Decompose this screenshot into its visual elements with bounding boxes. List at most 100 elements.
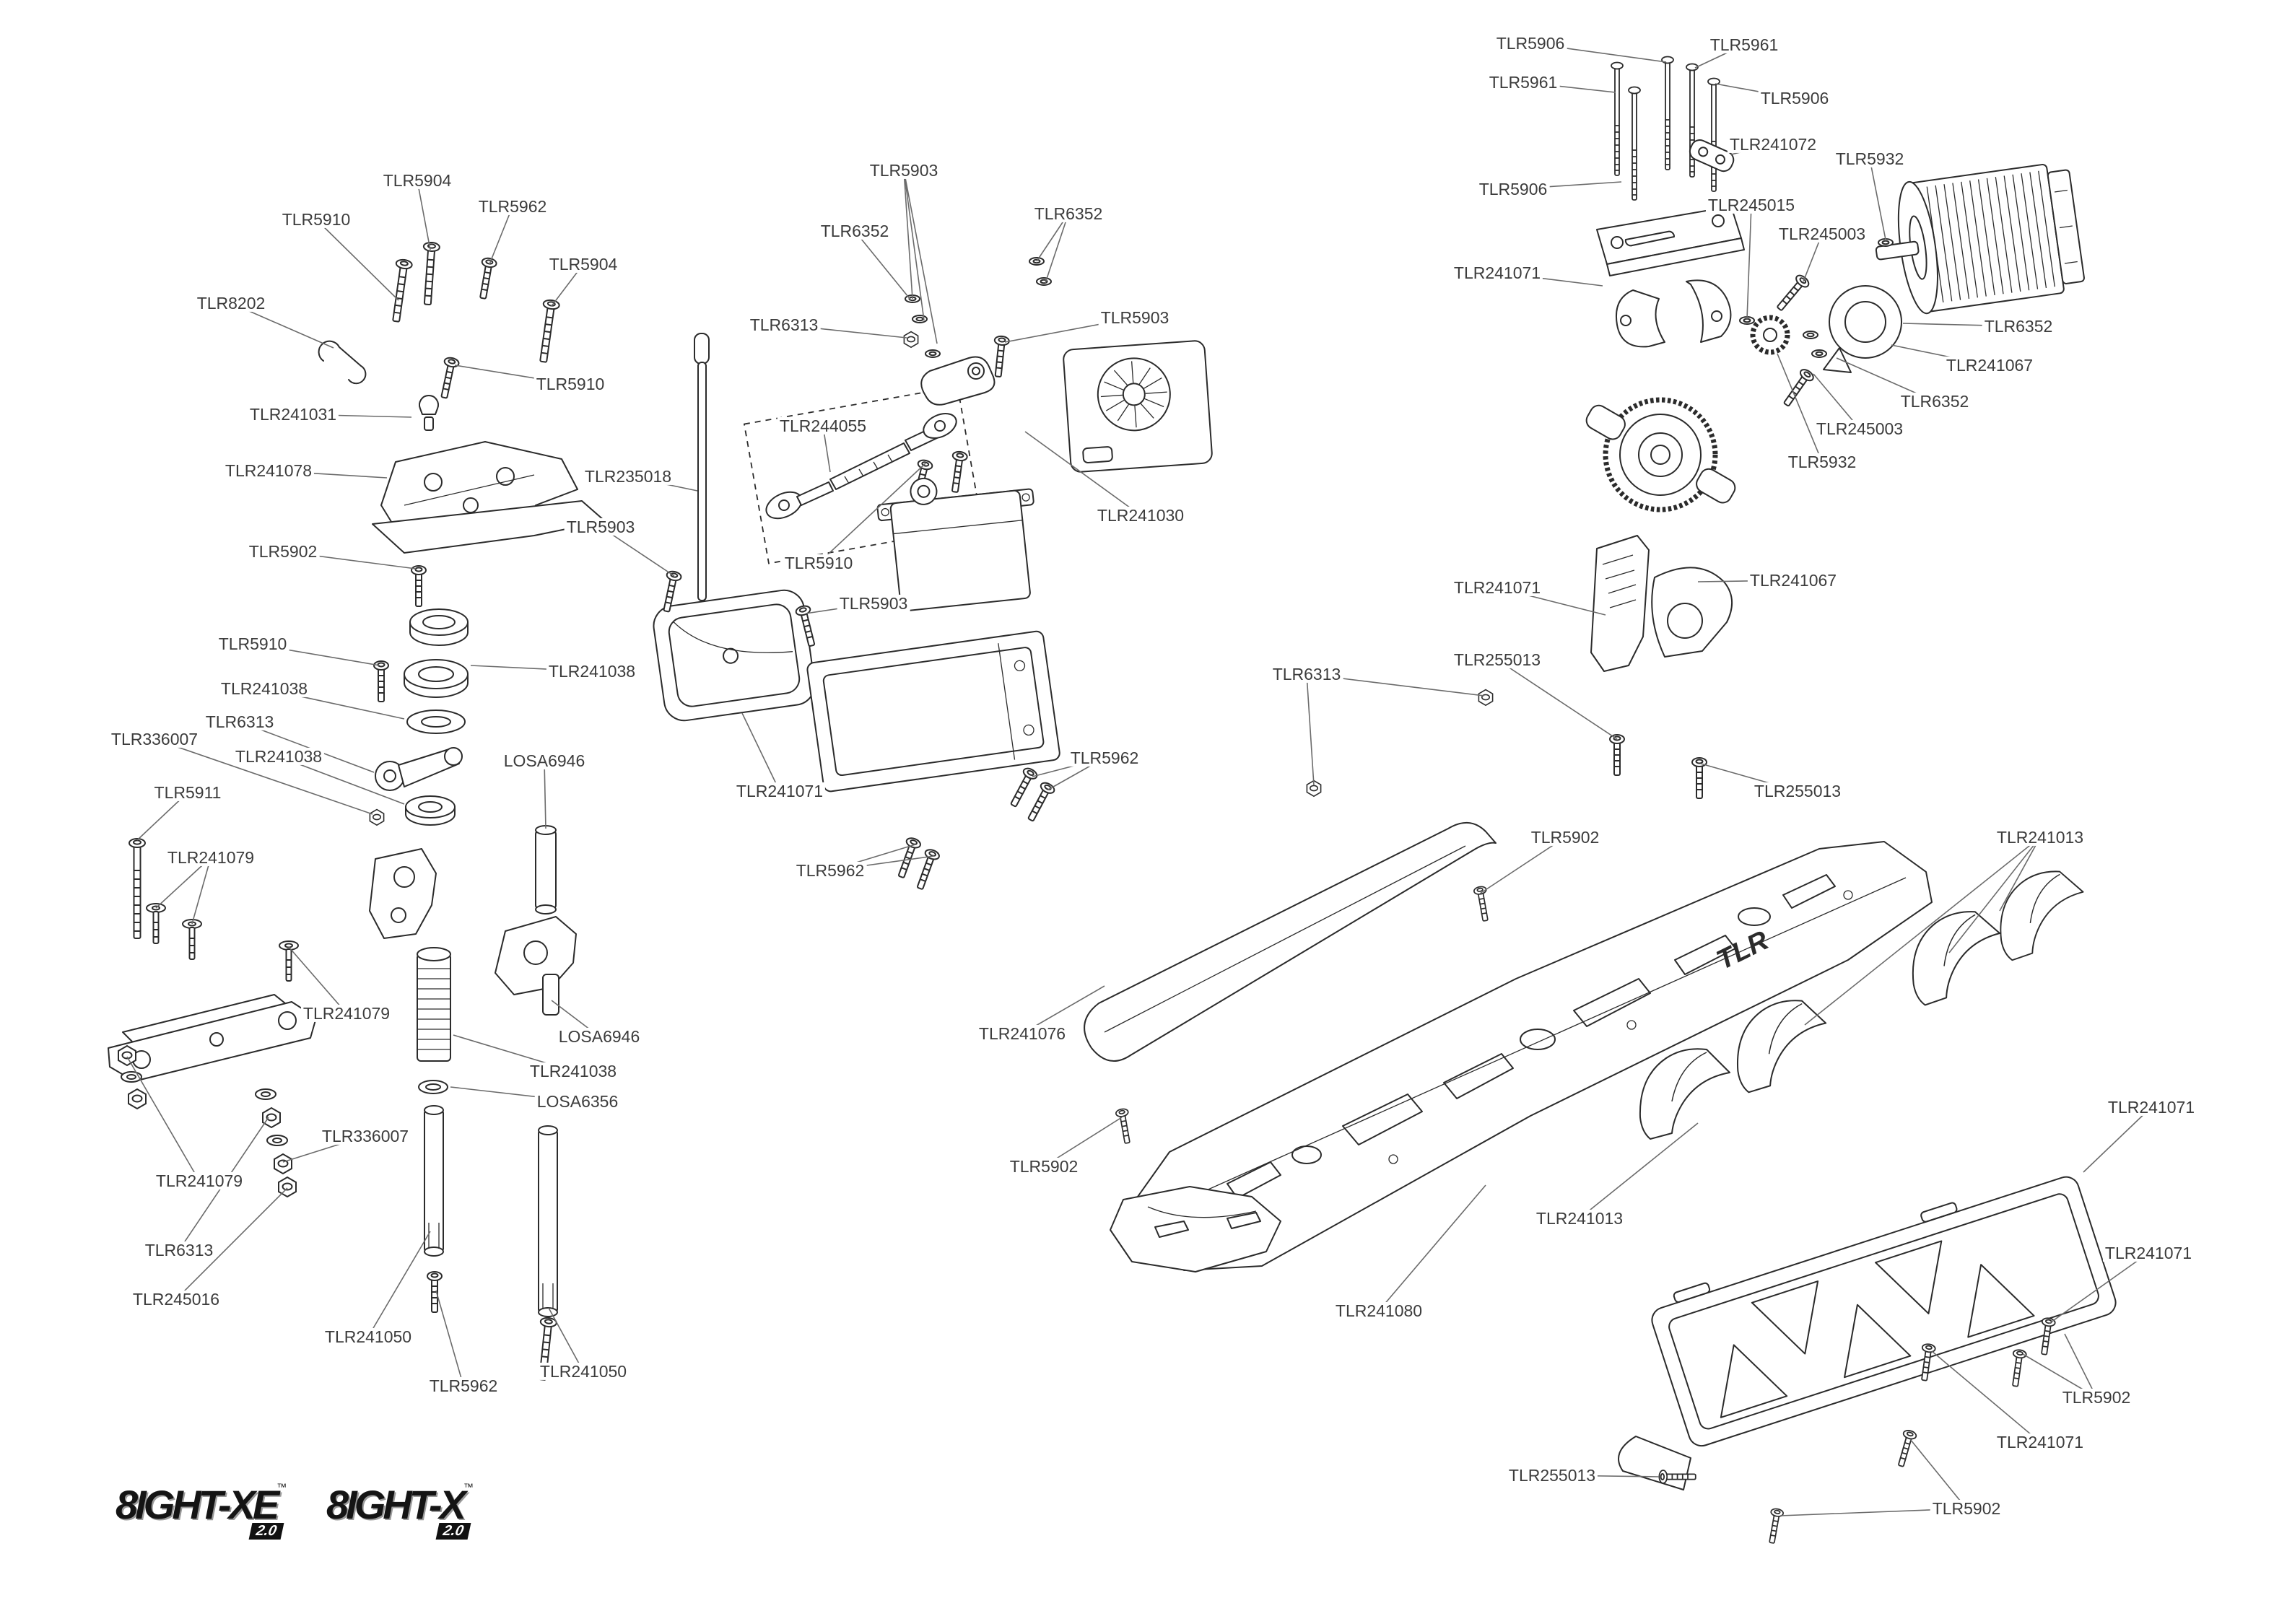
leader-line xyxy=(2083,1106,2152,1173)
part-label-tlr241050: TLR241050 xyxy=(322,1328,414,1345)
servo-electronics-assembly xyxy=(653,257,1213,892)
part-label-tlr5962: TLR5962 xyxy=(476,198,549,215)
part-label-tlr5904: TLR5904 xyxy=(380,172,454,189)
part-label-tlr241072: TLR241072 xyxy=(1727,136,1819,153)
part-label-tlr5902: TLR5902 xyxy=(1007,1158,1081,1175)
leader-line xyxy=(1024,431,1141,516)
part-label-tlr241030: TLR241030 xyxy=(1094,507,1187,524)
part-label-tlr5906: TLR5906 xyxy=(1494,35,1567,52)
part-label-tlr255013: TLR255013 xyxy=(1506,1467,1598,1484)
part-label-tlr5961: TLR5961 xyxy=(1707,36,1781,53)
leader-line xyxy=(367,1231,431,1337)
part-label-tlr5910: TLR5910 xyxy=(279,211,353,228)
leader-line xyxy=(854,230,912,301)
leader-line xyxy=(1909,1439,1967,1509)
leader-line xyxy=(2064,1333,2097,1398)
part-label-tlr5906: TLR5906 xyxy=(1476,180,1550,198)
leader-line xyxy=(903,170,913,300)
part-label-tlr6313: TLR6313 xyxy=(142,1241,216,1259)
logo-tm: ™ xyxy=(463,1481,474,1493)
logo-8ight-x: 8IGHT-X™ 2.0 xyxy=(326,1481,474,1540)
leader-line xyxy=(435,1290,464,1387)
leader-line xyxy=(1813,373,1860,429)
part-label-tlr5910: TLR5910 xyxy=(533,375,607,393)
logo-8ight-x-text: 8IGHT-X xyxy=(326,1482,466,1527)
part-label-tlr5903: TLR5903 xyxy=(1098,309,1172,326)
part-label-tlr235018: TLR235018 xyxy=(582,468,674,485)
part-label-tlr245003: TLR245003 xyxy=(1776,225,1868,243)
chassis-assembly: TLR xyxy=(1084,822,2117,1545)
part-label-tlr241076: TLR241076 xyxy=(976,1025,1068,1042)
leader-line xyxy=(1804,837,2041,1026)
leader-line xyxy=(548,1307,584,1372)
leader-line xyxy=(1497,659,1618,740)
leader-line xyxy=(544,760,546,829)
part-label-tlr6352: TLR6352 xyxy=(1032,205,1105,222)
part-label-tlr5911: TLR5911 xyxy=(152,784,224,801)
part-label-tlr5903: TLR5903 xyxy=(867,162,941,179)
part-label-tlr241038: TLR241038 xyxy=(218,680,310,697)
logo-tm: ™ xyxy=(276,1481,287,1493)
part-label-tlr241071: TLR241071 xyxy=(1451,264,1543,281)
part-label-tlr6313: TLR6313 xyxy=(1270,665,1343,683)
motor-diff-assembly xyxy=(1306,56,2085,799)
leader-line xyxy=(1579,1122,1699,1219)
part-label-tlr241038: TLR241038 xyxy=(546,663,638,680)
logo-8ight-xe: 8IGHT-XE™ 2.0 xyxy=(116,1481,287,1540)
leader-line xyxy=(417,180,431,250)
leader-line xyxy=(1306,673,1315,786)
part-label-tlr255013: TLR255013 xyxy=(1751,782,1844,800)
leader-line xyxy=(1378,1184,1486,1311)
part-label-tlr241067: TLR241067 xyxy=(1747,572,1839,589)
part-label-tlr241013: TLR241013 xyxy=(1533,1210,1626,1227)
leader-line xyxy=(1931,1350,2041,1443)
leader-line xyxy=(818,463,926,564)
part-label-tlr245016: TLR245016 xyxy=(130,1291,222,1308)
part-label-tlr5962: TLR5962 xyxy=(427,1377,500,1394)
part-label-tlr255013: TLR255013 xyxy=(1451,651,1543,668)
part-label-tlr241071: TLR241071 xyxy=(1994,1433,2086,1451)
part-label-tlr241038: TLR241038 xyxy=(232,748,325,765)
part-label-tlr6313: TLR6313 xyxy=(747,316,821,333)
leader-line xyxy=(191,857,212,925)
leader-line xyxy=(1999,837,2041,912)
leader-line xyxy=(315,219,399,301)
part-label-tlr5902: TLR5902 xyxy=(1528,829,1602,846)
part-label-tlr5961: TLR5961 xyxy=(1486,74,1560,91)
part-label-tlr241071: TLR241071 xyxy=(733,782,826,800)
part-label-tlr241038: TLR241038 xyxy=(527,1062,619,1080)
part-label-tlr5910: TLR5910 xyxy=(782,554,855,572)
part-label-tlr5902: TLR5902 xyxy=(246,543,320,560)
part-label-tlr241013: TLR241013 xyxy=(1994,829,2086,846)
leader-line xyxy=(288,946,347,1014)
part-label-tlr241079: TLR241079 xyxy=(165,849,257,866)
part-label-tlr5903: TLR5903 xyxy=(837,595,910,612)
part-label-tlr241071: TLR241071 xyxy=(2105,1099,2197,1116)
part-label-tlr6352: TLR6352 xyxy=(818,222,892,240)
part-label-tlr5906: TLR5906 xyxy=(1758,90,1831,107)
part-label-losa6356: LOSA6356 xyxy=(534,1093,621,1110)
part-label-tlr336007: TLR336007 xyxy=(108,730,201,748)
leader-line xyxy=(126,1056,200,1182)
part-label-tlr5910: TLR5910 xyxy=(216,635,289,652)
part-label-tlr5932: TLR5932 xyxy=(1785,453,1859,471)
part-label-tlr241079: TLR241079 xyxy=(300,1005,393,1022)
part-label-tlr5962: TLR5962 xyxy=(1068,749,1141,767)
leader-line xyxy=(741,712,780,792)
part-label-tlr241067: TLR241067 xyxy=(1943,357,2036,374)
part-label-tlr244055: TLR244055 xyxy=(777,417,869,435)
part-label-tlr241071: TLR241071 xyxy=(2102,1244,2195,1262)
part-label-losa6946: LOSA6946 xyxy=(501,752,588,769)
leader-line xyxy=(1777,353,1823,463)
part-label-tlr5904: TLR5904 xyxy=(546,256,620,273)
logo-version-badge: 2.0 xyxy=(248,1523,284,1540)
part-label-tlr241031: TLR241031 xyxy=(247,406,339,423)
leader-line xyxy=(489,206,513,265)
logo-8ight-xe-text: 8IGHT-XE xyxy=(116,1482,279,1527)
leader-line xyxy=(1869,158,1886,240)
leader-line xyxy=(2048,1252,2149,1324)
part-label-tlr241079: TLR241079 xyxy=(153,1172,245,1189)
